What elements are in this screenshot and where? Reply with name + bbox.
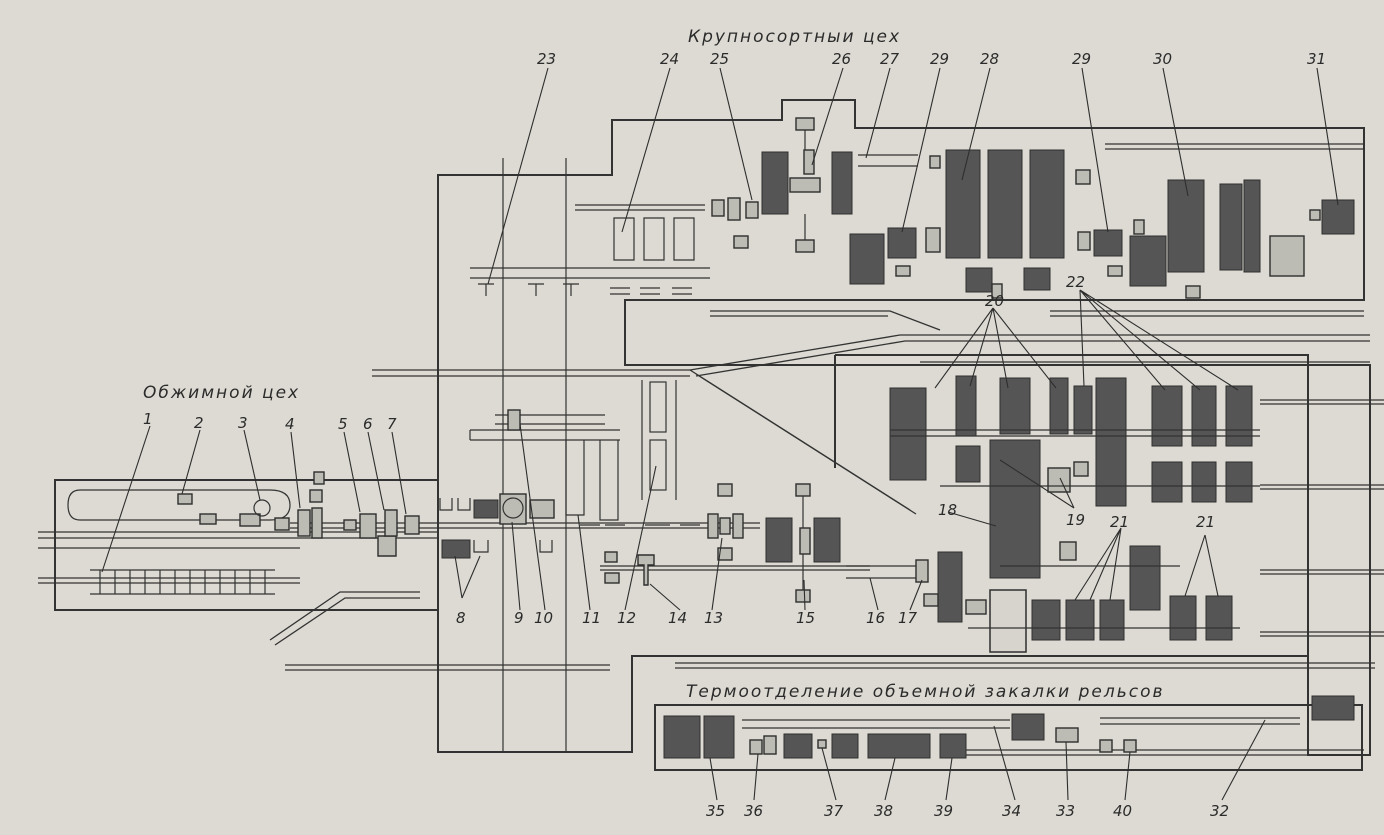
section-mill-equipment — [470, 117, 1355, 299]
callout-label: 21 — [1110, 513, 1129, 531]
callout-label: 1 — [143, 410, 153, 428]
callout-label: 36 — [744, 802, 763, 820]
callout-label: 3 — [238, 414, 248, 432]
callout-label: 23 — [537, 50, 556, 68]
title-blooming-mill: Обжимной цех — [143, 383, 300, 403]
title-heat-treatment: Термоотделение объемной закалки рельсов — [686, 682, 1165, 702]
callout-label: 15 — [796, 609, 815, 627]
building-walls — [54, 99, 1371, 771]
callout-label: 34 — [1002, 802, 1021, 820]
callout-label: 21 — [1196, 513, 1215, 531]
callout-label: 29 — [930, 50, 949, 68]
callout-label: 18 — [938, 501, 957, 519]
callout-label: 20 — [985, 292, 1004, 310]
callout-label: 2 — [194, 414, 204, 432]
callout-label: 14 — [668, 609, 687, 627]
callout-label: 26 — [832, 50, 851, 68]
callout-label: 31 — [1307, 50, 1326, 68]
callout-label: 17 — [898, 609, 918, 627]
callout-label: 30 — [1153, 50, 1172, 68]
callout-label: 9 — [514, 609, 524, 627]
callout-label: 35 — [706, 802, 725, 820]
callout-label: 38 — [874, 802, 893, 820]
callout-leaders — [101, 67, 1339, 801]
callout-label: 37 — [824, 802, 844, 820]
callout-label: 29 — [1072, 50, 1091, 68]
title-large-section-mill: Крупносортныи цех — [688, 27, 901, 47]
finishing-equipment — [846, 375, 1260, 653]
callout-label: 11 — [582, 609, 601, 627]
callout-label: 12 — [617, 609, 636, 627]
callout-label: 27 — [880, 50, 900, 68]
heat-treatment-equipment — [663, 695, 1355, 759]
callout-label: 19 — [1066, 511, 1085, 529]
callout-labels: 1 2 3 4 5 6 7 8 9 10 11 12 13 14 15 16 1… — [143, 50, 1326, 820]
callout-label: 28 — [980, 50, 999, 68]
callout-label: 13 — [704, 609, 723, 627]
callout-label: 22 — [1066, 273, 1085, 291]
callout-label: 32 — [1210, 802, 1229, 820]
blooming-mill-equipment — [67, 489, 291, 595]
callout-label: 4 — [285, 415, 295, 433]
callout-label: 16 — [866, 609, 885, 627]
callout-label: 24 — [660, 50, 679, 68]
callout-label: 25 — [710, 50, 729, 68]
callout-label: 33 — [1056, 802, 1075, 820]
callout-label: 8 — [456, 609, 466, 627]
callout-label: 7 — [387, 415, 397, 433]
callout-label: 5 — [338, 415, 348, 433]
callout-label: 40 — [1113, 802, 1132, 820]
callout-label: 10 — [534, 609, 553, 627]
rolling-line — [290, 381, 870, 603]
callout-label: 6 — [363, 415, 373, 433]
callout-label: 39 — [934, 802, 953, 820]
